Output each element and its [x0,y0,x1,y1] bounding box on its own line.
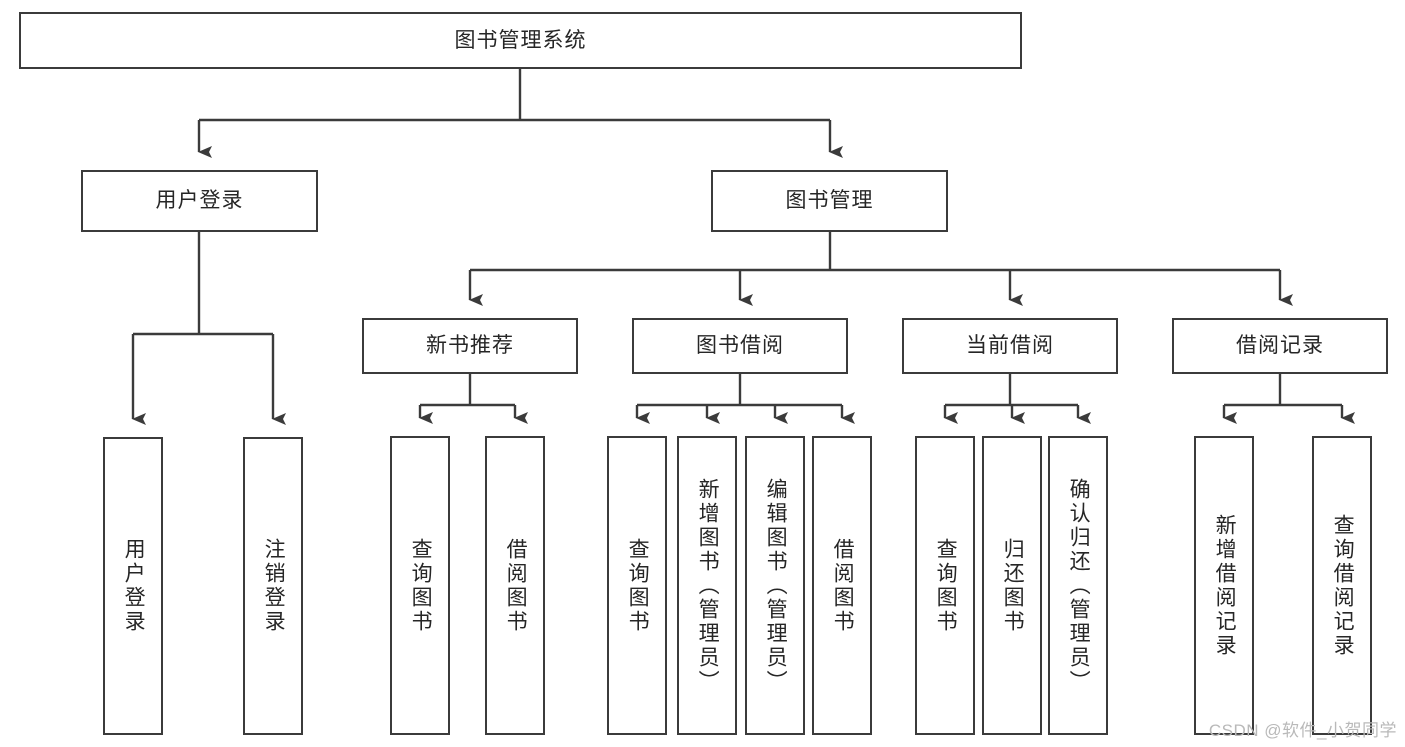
node-book-management[interactable]: 图书管理 [711,170,948,232]
node-user-login[interactable]: 用户登录 [81,170,318,232]
node-label: 查询借阅记录 [1331,513,1355,658]
node-label: 用户登录 [122,538,146,634]
node-label: 归还图书 [1001,537,1025,634]
node-leaf-user-logout[interactable]: 注销登录 [243,437,303,735]
node-leaf-borrow-books[interactable]: 借阅图书 [812,436,872,735]
node-leaf-add-borrow-record[interactable]: 新增借阅记录 [1194,436,1254,735]
node-book-borrow[interactable]: 图书借阅 [632,318,848,374]
node-label: 查询图书 [626,537,650,634]
node-label: 新增借阅记录 [1213,513,1237,658]
node-leaf-query-borrow-record[interactable]: 查询借阅记录 [1312,436,1372,735]
node-label: 图书管理 [785,189,874,213]
node-leaf-edit-book-admin[interactable]: 编辑图书（管理员） [745,436,805,735]
node-label: 新增图书（管理员） [696,477,720,694]
node-leaf-query-books-borrow[interactable]: 查询图书 [607,436,667,735]
node-leaf-user-login[interactable]: 用户登录 [103,437,163,735]
watermark-text: CSDN @软件_小贺同学 [1208,721,1397,740]
node-new-book-recommend[interactable]: 新书推荐 [362,318,578,374]
node-label: 查询图书 [409,537,433,634]
node-label: 借阅记录 [1236,334,1324,358]
node-leaf-confirm-return-admin[interactable]: 确认归还（管理员） [1048,436,1108,735]
node-label: 借阅图书 [504,537,528,634]
node-label: 图书管理系统 [454,28,587,52]
node-label: 查询图书 [934,537,958,634]
node-label: 用户登录 [155,189,244,213]
node-leaf-add-book-admin[interactable]: 新增图书（管理员） [677,436,737,735]
node-label: 注销登录 [262,538,286,634]
node-label: 当前借阅 [966,334,1054,358]
node-leaf-query-books-current[interactable]: 查询图书 [915,436,975,735]
node-leaf-query-books-rec[interactable]: 查询图书 [390,436,450,735]
node-label: 图书借阅 [696,334,784,358]
node-label: 编辑图书（管理员） [764,477,788,694]
node-leaf-borrow-books-rec[interactable]: 借阅图书 [485,436,545,735]
node-current-borrow[interactable]: 当前借阅 [902,318,1118,374]
node-leaf-return-books[interactable]: 归还图书 [982,436,1042,735]
node-root[interactable]: 图书管理系统 [19,12,1022,69]
node-label: 新书推荐 [426,334,514,358]
node-label: 确认归还（管理员） [1067,477,1091,694]
node-borrow-records[interactable]: 借阅记录 [1172,318,1388,374]
node-label: 借阅图书 [831,537,855,634]
